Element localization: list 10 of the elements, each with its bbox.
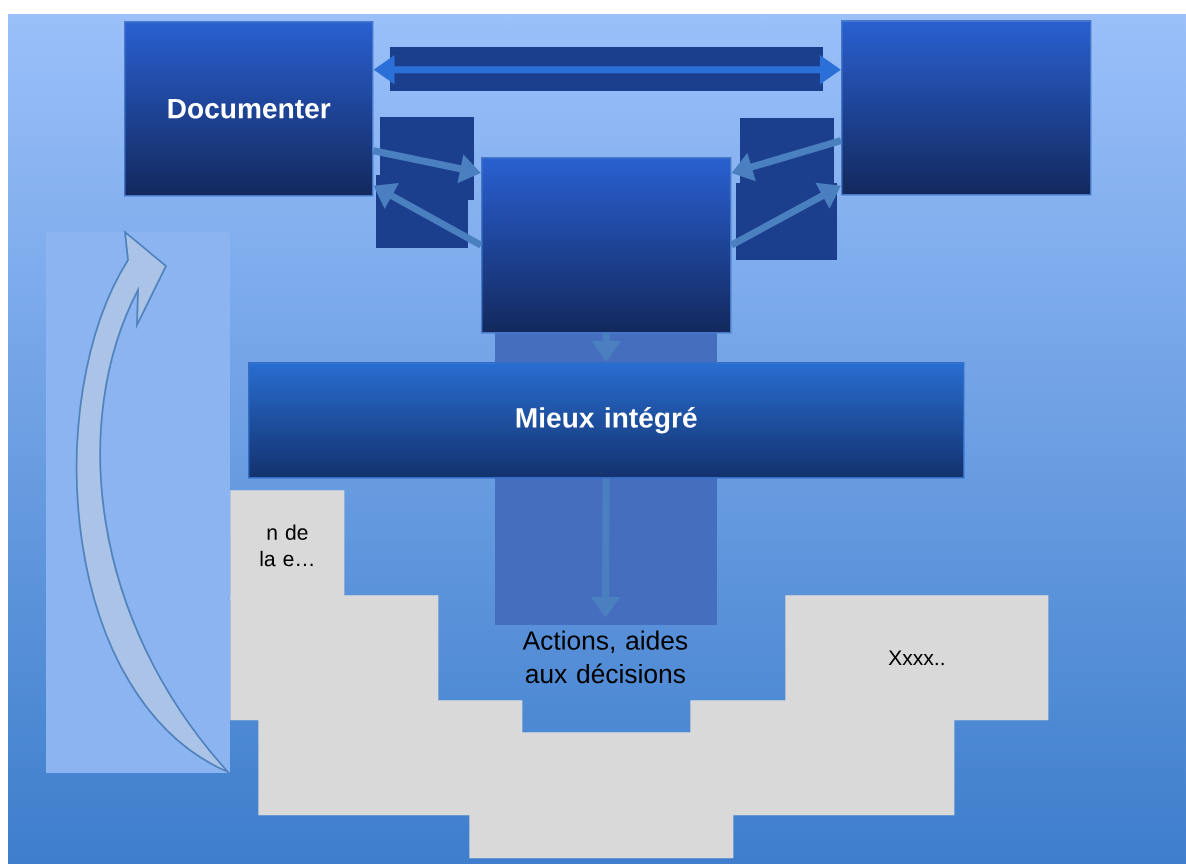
node-label: Xxxx.. xyxy=(888,650,944,666)
banner-box: Mieux intégré xyxy=(248,362,965,479)
node-label: n de la e… xyxy=(260,524,313,567)
note-box: Xxxx.. xyxy=(785,595,1049,721)
note-box xyxy=(690,700,955,816)
note-box: n de la e… xyxy=(230,490,345,601)
process-box: Documenter xyxy=(124,21,374,197)
process-box xyxy=(841,20,1092,196)
process-box xyxy=(481,157,732,334)
caption-text: Actions, aides aux décisions xyxy=(522,630,688,684)
